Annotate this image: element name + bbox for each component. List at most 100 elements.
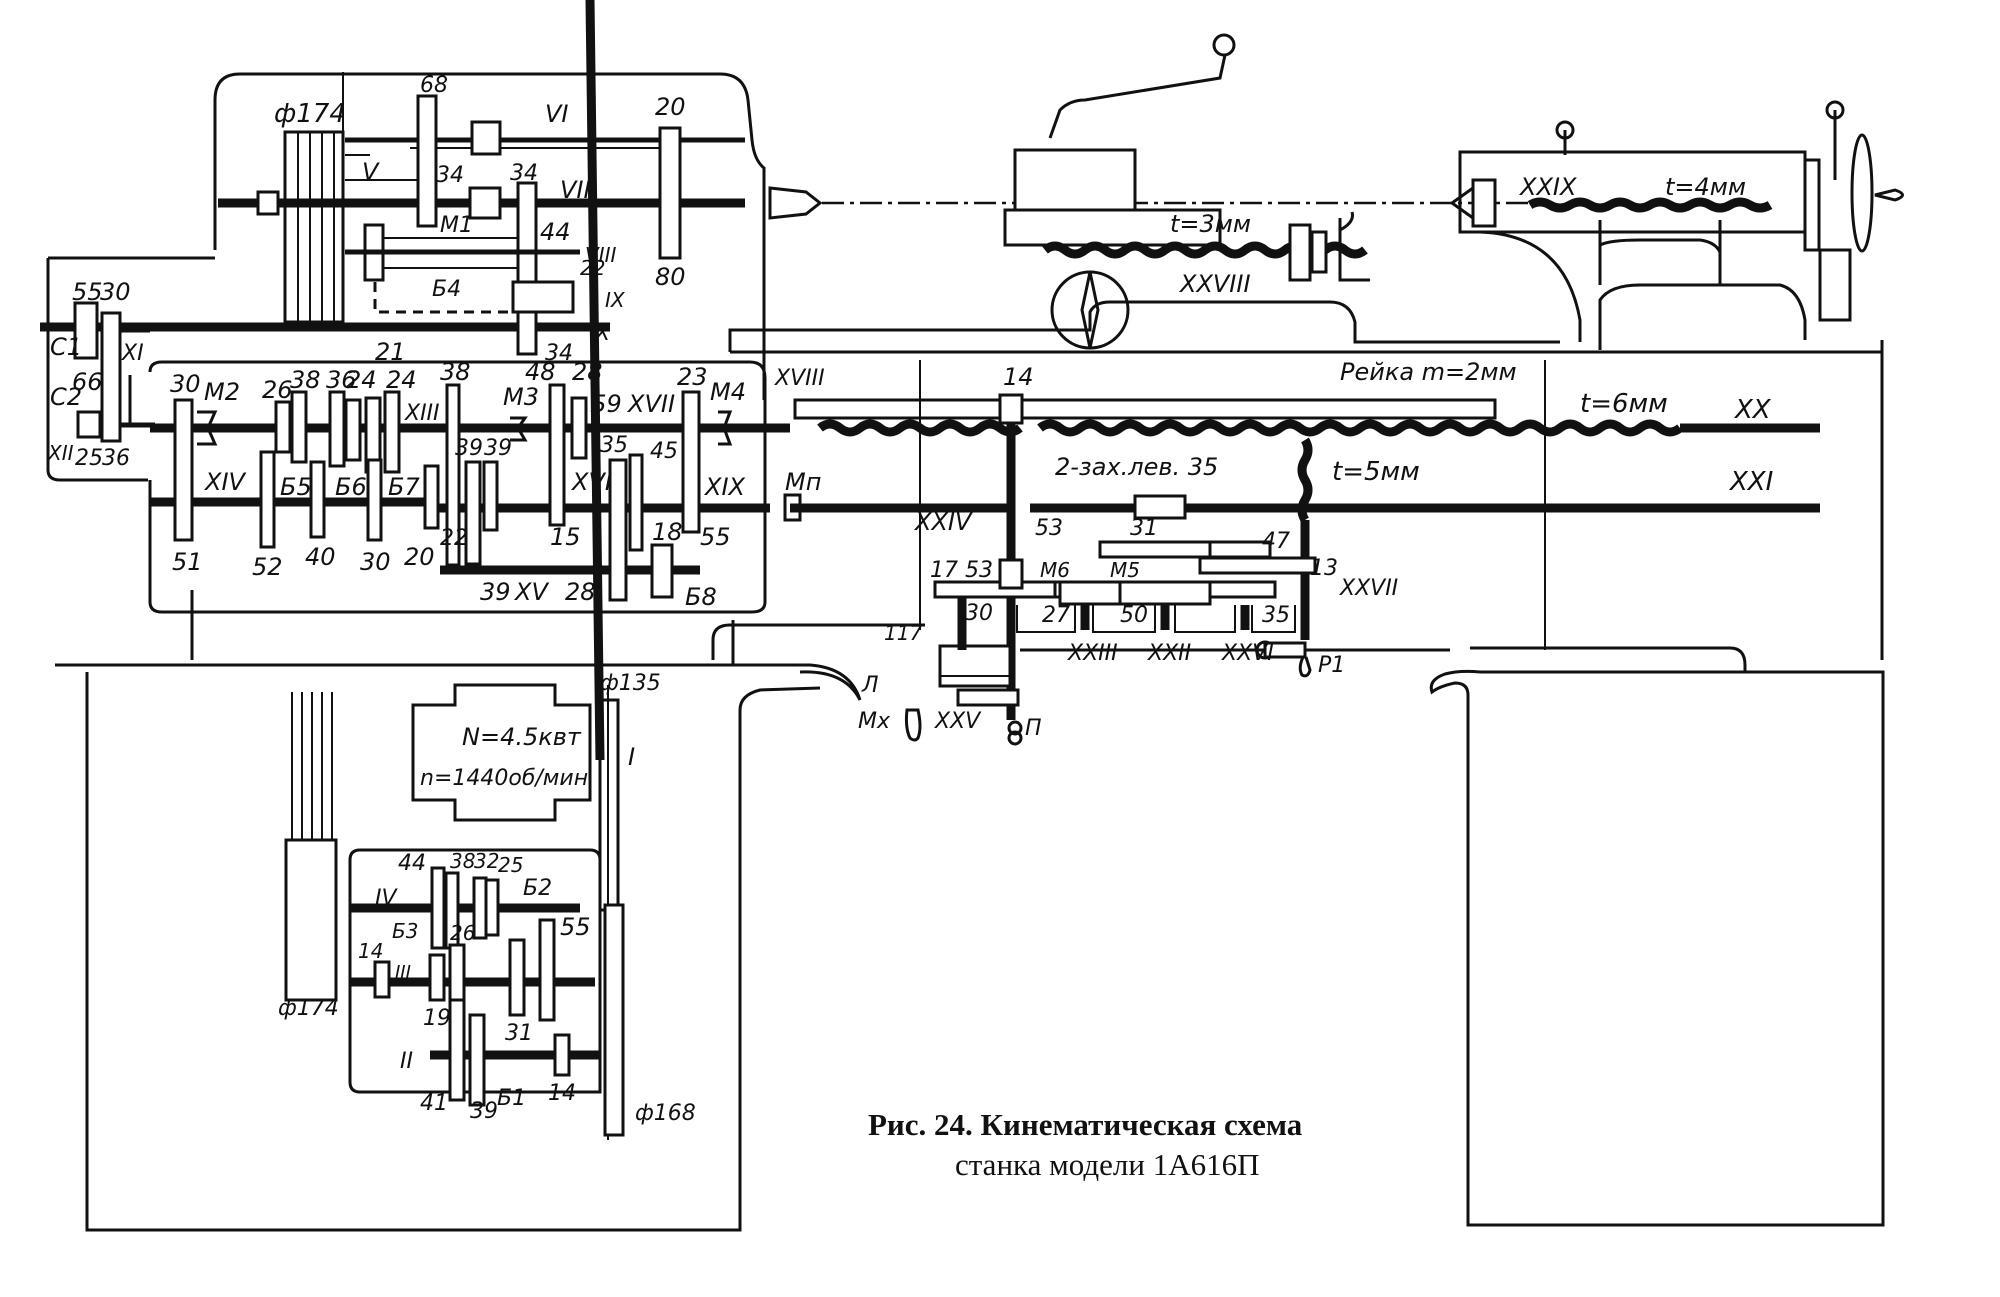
label-l: Л xyxy=(861,673,879,698)
caption-line-2: станка модели 1А616П xyxy=(955,1147,1259,1182)
clutch-label-m5: М5 xyxy=(1110,558,1140,582)
machine-bed xyxy=(55,72,1885,1232)
clutch-label-m1: М1 xyxy=(440,213,473,238)
gear-label-20: 20 xyxy=(655,93,686,121)
headstock: ф174 68 34 34 20 80 44 22 34 xyxy=(40,72,1530,366)
gear-label-39: 39 xyxy=(470,1099,498,1124)
gear-label-34a: 34 xyxy=(436,163,464,188)
top-slide-pitch: t=3мм xyxy=(1170,210,1251,238)
shaft-label-i: I xyxy=(628,743,635,771)
worm xyxy=(1133,494,1187,520)
motor: N=4.5квт n=1440об/мин ф135 I xyxy=(411,0,661,1140)
label-mx: Мх xyxy=(858,709,891,734)
gear-label-45: 45 xyxy=(650,439,678,464)
gear-label-26: 26 xyxy=(262,376,293,404)
block-label-b2: Б2 xyxy=(523,876,552,901)
shaft-label-xxii: XXII xyxy=(1147,641,1191,666)
shaft-label-xv: XV xyxy=(513,578,549,606)
rack-pinion xyxy=(998,393,1024,425)
shaft-label-xx: XX xyxy=(1733,395,1772,425)
spindle-center xyxy=(768,186,823,220)
change-gears: 55 30 66 25 36 C1 C2 XI XII xyxy=(46,256,215,482)
gear-label-25: 25 xyxy=(498,853,523,877)
tool-post-handle-knob xyxy=(1212,33,1236,57)
gear-20-80 xyxy=(658,126,682,260)
figure-caption: Рис. 24. Кинематическая схема станка мод… xyxy=(868,1107,1303,1182)
gear-label-38b: 38 xyxy=(440,358,471,386)
gear-label-31: 31 xyxy=(505,1021,533,1046)
gear-label-55: 55 xyxy=(700,523,731,551)
gear-label-68: 68 xyxy=(420,73,448,98)
gear-label-50: 50 xyxy=(1120,603,1148,628)
shaft-label-xix: XIX xyxy=(703,473,746,501)
motor-speed: n=1440об/мин xyxy=(420,766,588,791)
block-label-b8: Б8 xyxy=(685,583,717,611)
gear-label-55: 55 xyxy=(560,913,591,941)
tailstock-handwheel xyxy=(1850,133,1874,253)
shaft-label-xii: XII xyxy=(47,441,74,465)
block-label-b5: Б5 xyxy=(280,473,312,501)
cross-screw-pitch: t=5мм xyxy=(1332,457,1420,487)
block-label-b6: Б6 xyxy=(335,473,367,501)
speed-box: 44 38 32 25 26 55 14 19 31 41 39 14 IV I… xyxy=(278,692,696,1126)
block-label-b1: Б1 xyxy=(497,1086,526,1111)
gear-label-44: 44 xyxy=(398,851,426,876)
gear-label-19: 19 xyxy=(423,1006,451,1031)
motor-power: N=4.5квт xyxy=(462,723,582,751)
gear-label-36: 36 xyxy=(326,366,357,394)
gear-label-26: 26 xyxy=(450,921,475,945)
block-label-b7: Б7 xyxy=(388,473,420,501)
tailstock-screw xyxy=(1527,197,1773,213)
gear-label-30: 30 xyxy=(170,370,201,398)
gear-label-51: 51 xyxy=(172,548,203,576)
shaft-label-xvii: XVII xyxy=(626,390,675,418)
shaft-label-xxix: XXIX xyxy=(1518,173,1577,201)
shaft-label-vii: VII xyxy=(560,176,591,204)
worm-label: 2-зах.лев. 35 xyxy=(1055,453,1218,481)
gear-label-31: 31 xyxy=(1130,516,1158,541)
shaft-label-v: V xyxy=(362,158,380,186)
gear-label-34b: 34 xyxy=(510,161,538,186)
gear-22 xyxy=(511,280,575,314)
gear-label-39b: 39 xyxy=(484,436,512,461)
gear-label-66: 66 xyxy=(72,368,103,396)
lead-screw-right xyxy=(1037,419,1683,437)
gear-label-30: 30 xyxy=(965,601,993,626)
block-label-b3: Б3 xyxy=(392,919,418,943)
gear-label-36: 36 xyxy=(102,446,130,471)
gear-label-28b: 28 xyxy=(565,578,596,606)
shaft-label-xxvi: XXVI xyxy=(1221,641,1274,666)
gear-label-18: 18 xyxy=(652,518,683,546)
gear-label-39c: 39 xyxy=(480,578,511,606)
label-pulley-174: ф174 xyxy=(274,99,346,129)
gear-68 xyxy=(416,94,438,228)
label-p: П xyxy=(1025,716,1042,741)
gear-label-38a: 38 xyxy=(290,366,321,394)
rack xyxy=(793,398,1497,420)
clutch-label-m6: М6 xyxy=(1040,558,1070,582)
gear-label-80: 80 xyxy=(655,263,686,291)
gear-label-22: 22 xyxy=(440,526,468,551)
shaft-label-xi: XI xyxy=(121,341,144,366)
gear-label-14b: 14 xyxy=(548,1081,576,1106)
gear-label-53b: 53 xyxy=(965,558,993,583)
gear-label-35: 35 xyxy=(600,433,628,458)
label-p1: Р1 xyxy=(1318,653,1345,678)
label-c2: C2 xyxy=(50,383,82,411)
gear-label-40: 40 xyxy=(305,543,336,571)
caption-line-1: Рис. 24. Кинематическая схема xyxy=(868,1107,1303,1142)
tailstock: XXIX t=4мм xyxy=(1449,100,1904,350)
gear-label-14: 14 xyxy=(1003,363,1034,391)
gear-label-17: 17 xyxy=(930,558,958,583)
shaft-label-xviii: XVIII xyxy=(774,366,825,391)
gear-label-38: 38 xyxy=(450,849,475,873)
clutch-label-m3: М3 xyxy=(503,383,539,411)
shaft-label-ii: II xyxy=(400,1049,413,1074)
shaft-label-xxiii: XXIII xyxy=(1067,641,1118,666)
shaft-label-xxi: XXI xyxy=(1728,467,1773,497)
gear-label-23: 23 xyxy=(677,363,708,391)
tailstock-pitch: t=4мм xyxy=(1665,173,1746,201)
gear-label-55: 55 xyxy=(72,278,103,306)
pulley-label-168: ф168 xyxy=(635,1101,696,1126)
